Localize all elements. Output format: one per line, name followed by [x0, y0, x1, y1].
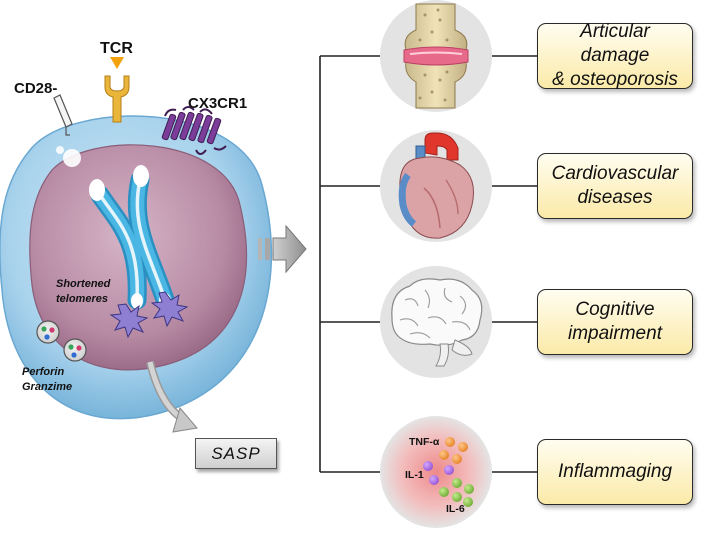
il6-label: IL-6	[446, 503, 465, 515]
cd28-label: CD28-	[14, 80, 57, 97]
telomere-damage-icon	[150, 291, 189, 328]
sasp-box: SASP	[195, 438, 277, 469]
il1-dots	[423, 461, 454, 485]
branch-connector	[319, 55, 537, 473]
granules-label: Perforin Granzime	[22, 366, 72, 393]
granule-icon	[63, 338, 87, 362]
sasp-arrow	[146, 361, 198, 433]
cd28-receptor-icon	[53, 94, 73, 136]
tcr-label: TCR	[100, 40, 133, 57]
senescent-t-cell: TCR CD28- CX3CR1 Shortened telomeres Per…	[0, 40, 273, 420]
granule-icon	[36, 320, 60, 344]
vesicle-icon	[56, 146, 64, 154]
tnf-alpha-dots	[439, 437, 468, 464]
cx3cr1-label: CX3CR1	[188, 95, 247, 112]
brain-icon	[380, 266, 492, 378]
cytokines-icon: TNF-α IL-1 IL-6	[380, 416, 492, 528]
knee-joint-icon	[380, 0, 492, 112]
outcome-box-cardiovascular: Cardiovascular diseases	[537, 153, 693, 219]
outcome-label-inflammaging: Inflammaging	[557, 461, 673, 482]
telomere-damage-icon	[109, 303, 149, 339]
main-arrow-icon	[258, 224, 307, 274]
telomeres-label-line1: Shortened	[56, 278, 111, 290]
sasp-label: SASP	[211, 443, 261, 463]
telomeres-label-line2: telomeres	[56, 293, 108, 305]
outcome-box-inflammaging: Inflammaging	[537, 439, 693, 505]
outcome-label-cognitive: Cognitive impairment	[568, 299, 662, 344]
vesicle-icon	[63, 149, 81, 167]
cx3cr1-receptor-icon	[161, 106, 227, 155]
il6-dots	[439, 478, 474, 507]
outcome-box-cognitive: Cognitive impairment	[537, 289, 693, 355]
outcome-box-articular: Articular damage & osteoporosis	[537, 21, 693, 90]
granules-label-line2: Granzime	[22, 381, 72, 393]
tnf-alpha-label: TNF-α	[409, 436, 440, 448]
outcome-label-articular: Articular damage & osteoporosis	[552, 21, 678, 90]
telomeres-label: Shortened telomeres	[56, 278, 113, 305]
tcr-receptor-icon	[104, 57, 130, 123]
il1-label: IL-1	[405, 469, 424, 481]
outcome-label-cardiovascular: Cardiovascular diseases	[551, 163, 679, 208]
chromosome-icon	[89, 165, 175, 310]
granules-label-line1: Perforin	[22, 366, 64, 378]
heart-icon	[380, 130, 492, 242]
